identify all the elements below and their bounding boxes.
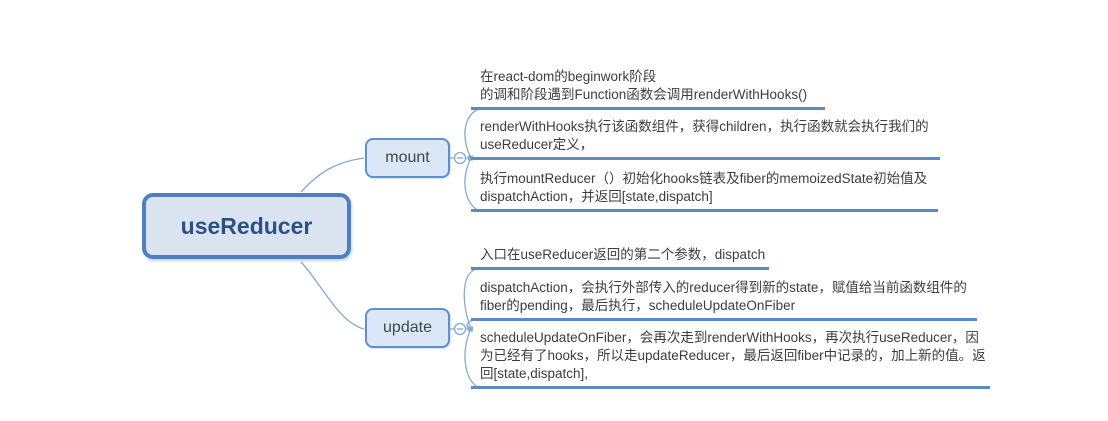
- connector-root-update: [300, 261, 365, 330]
- subtopic-update-2[interactable]: dispatchAction，会执行外部传入的reducer得到新的state，…: [471, 279, 977, 321]
- collapse-circle-update[interactable]: [453, 322, 467, 336]
- subtopic-text: 入口在useReducer返回的第二个参数，dispatch: [480, 247, 766, 262]
- subtopic-text: 在react-dom的beginwork阶段 的调和阶段遇到Function函数…: [480, 69, 808, 102]
- subtopic-text: renderWithHooks执行该函数组件，获得children，执行函数就会…: [480, 119, 929, 152]
- collapse-circle-mount[interactable]: [453, 151, 467, 165]
- branch-topic-label: mount: [385, 149, 430, 166]
- branch-topic-mount[interactable]: mount: [365, 138, 450, 178]
- subtopic-text: dispatchAction，会执行外部传入的reducer得到新的state，…: [480, 280, 967, 313]
- root-topic-usereducer[interactable]: useReducer: [142, 193, 351, 259]
- branch-topic-update[interactable]: update: [365, 308, 450, 348]
- subtopic-update-3[interactable]: scheduleUpdateOnFiber，会再次走到renderWithHoo…: [471, 329, 990, 389]
- subtopic-update-1[interactable]: 入口在useReducer返回的第二个参数，dispatch: [471, 246, 770, 270]
- subtopic-mount-3[interactable]: 执行mountReducer（）初始化hooks链表及fiber的memoize…: [471, 170, 938, 212]
- subtopic-mount-1[interactable]: 在react-dom的beginwork阶段 的调和阶段遇到Function函数…: [471, 68, 825, 110]
- subtopic-text: scheduleUpdateOnFiber，会再次走到renderWithHoo…: [480, 330, 986, 381]
- subtopic-mount-2[interactable]: renderWithHooks执行该函数组件，获得children，执行函数就会…: [471, 118, 940, 160]
- branch-topic-label: update: [383, 319, 432, 336]
- connector-root-mount: [300, 157, 365, 193]
- subtopic-text: 执行mountReducer（）初始化hooks链表及fiber的memoize…: [480, 171, 928, 204]
- root-topic-label: useReducer: [180, 212, 313, 239]
